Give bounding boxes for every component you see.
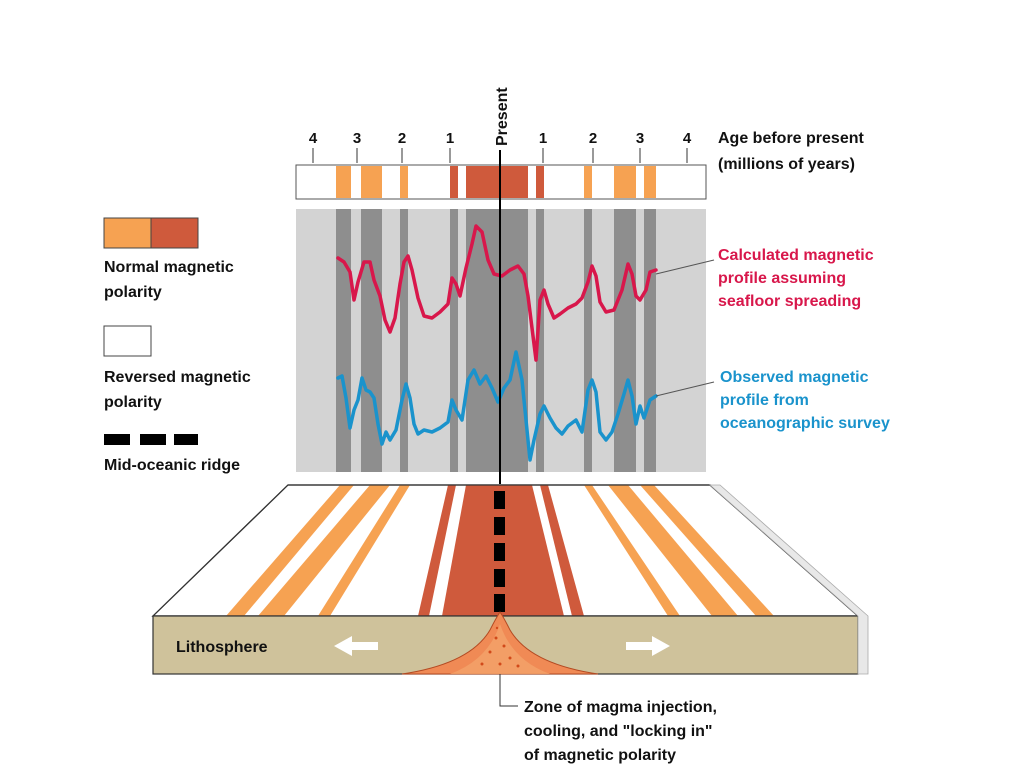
- legend-ridge-swatch: [104, 434, 198, 445]
- legend-normal-line1: Normal magnetic: [104, 259, 234, 276]
- legend-ridge-label: Mid-oceanic ridge: [104, 457, 240, 474]
- legend-reversed-line1: Reversed magnetic: [104, 369, 251, 386]
- observed-label-line2: profile from: [720, 392, 809, 409]
- observed-profile-label: Observed magnetic profile from oceanogra…: [720, 369, 890, 432]
- age-axis-label-line2: (millions of years): [718, 156, 855, 173]
- age-tick-left-1: 1: [446, 130, 454, 147]
- zone-label-line1: Zone of magma injection,: [524, 699, 717, 716]
- lithosphere-label: Lithosphere: [176, 639, 268, 656]
- age-tick-right-2: 2: [589, 130, 597, 147]
- age-tick-left-4: 4: [309, 130, 318, 147]
- legend-normal-swatch-dark: [150, 217, 199, 249]
- calculated-label-line3: seafloor spreading: [718, 293, 861, 310]
- zone-label: Zone of magma injection, cooling, and "l…: [524, 699, 717, 764]
- zone-label-line3: of magnetic polarity: [524, 747, 676, 764]
- calculated-label-line2: profile assuming: [718, 270, 846, 287]
- calculated-profile-label: Calculated magnetic profile assuming sea…: [718, 247, 874, 310]
- age-tick-labels: 4 3 2 1 1 2 3 4: [309, 130, 692, 163]
- zone-label-line2: cooling, and "locking in": [524, 723, 713, 740]
- age-tick-left-3: 3: [353, 130, 361, 147]
- observed-profile-curve: [336, 350, 658, 462]
- age-tick-right-1: 1: [539, 130, 547, 147]
- present-label: Present: [494, 87, 511, 146]
- right-arrow-icon: [626, 636, 670, 656]
- calculated-profile-curve: [336, 224, 658, 362]
- calculated-label-line1: Calculated magnetic: [718, 247, 874, 264]
- legend-normal-swatch-light: [103, 217, 152, 249]
- age-tick-left-2: 2: [398, 130, 406, 147]
- age-axis-label-line1: Age before present: [718, 130, 864, 147]
- legend-reversed-line2: polarity: [104, 394, 162, 411]
- legend-normal-line2: polarity: [104, 284, 162, 301]
- age-tick-right-3: 3: [636, 130, 644, 147]
- legend: Normal magnetic polarity Reversed magnet…: [103, 217, 251, 474]
- legend-reversed-swatch: [103, 325, 152, 357]
- ridge-dashes: [494, 491, 505, 612]
- observed-label-line1: Observed magnetic: [720, 369, 869, 386]
- seafloor-block: Lithosphere: [151, 484, 869, 675]
- age-tick-right-4: 4: [683, 130, 692, 147]
- observed-label-line3: oceanographic survey: [720, 415, 890, 432]
- magnetic-profile-panel: [296, 150, 706, 484]
- left-arrow-icon: [334, 636, 378, 656]
